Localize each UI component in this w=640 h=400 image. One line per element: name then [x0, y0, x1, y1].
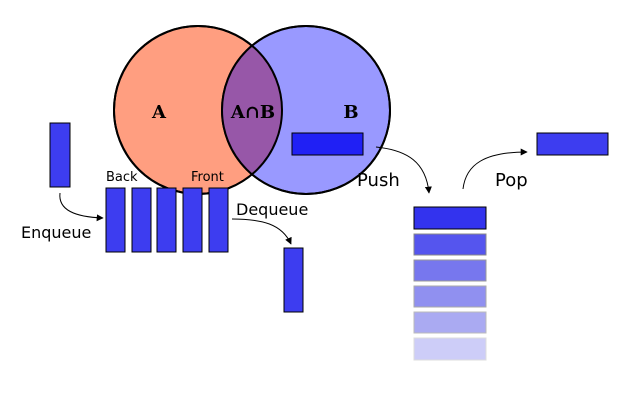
push-item — [291, 132, 364, 156]
set-a-label: A — [151, 102, 167, 123]
stack-level — [413, 233, 487, 256]
queue-item — [105, 187, 126, 253]
enqueue-label: Enqueue — [21, 223, 91, 242]
intersection-label: A∩B — [230, 102, 275, 123]
stack-level — [413, 311, 487, 334]
pop-arrow — [462, 148, 528, 190]
stack-level — [413, 337, 487, 361]
stack-column — [413, 206, 487, 361]
front-label: Front — [191, 170, 224, 185]
dequeue-label: Dequeue — [236, 200, 308, 219]
push-arrow — [375, 146, 432, 194]
intersection-region — [222, 26, 282, 194]
venn-diagram: A A∩B B — [113, 25, 391, 195]
set-b-outline — [221, 25, 391, 195]
queue-item — [156, 187, 177, 253]
pop-label: Pop — [495, 170, 528, 191]
queue-item — [131, 187, 152, 253]
stack-level — [413, 285, 487, 308]
queue-item — [182, 187, 203, 253]
back-label: Back — [106, 170, 138, 185]
stack: Push Pop — [291, 132, 609, 361]
incoming-item — [49, 122, 71, 188]
dequeue-arrow — [231, 218, 292, 245]
queue: Enqueue Back Front Dequeue — [21, 122, 308, 313]
queue-item — [208, 187, 229, 253]
dequeued-item — [283, 247, 304, 313]
stack-level — [413, 206, 487, 230]
popped-item — [536, 132, 609, 156]
set-b-label: B — [343, 102, 358, 123]
push-label: Push — [357, 170, 400, 191]
enqueue-arrow — [59, 192, 104, 222]
stack-level — [413, 259, 487, 282]
